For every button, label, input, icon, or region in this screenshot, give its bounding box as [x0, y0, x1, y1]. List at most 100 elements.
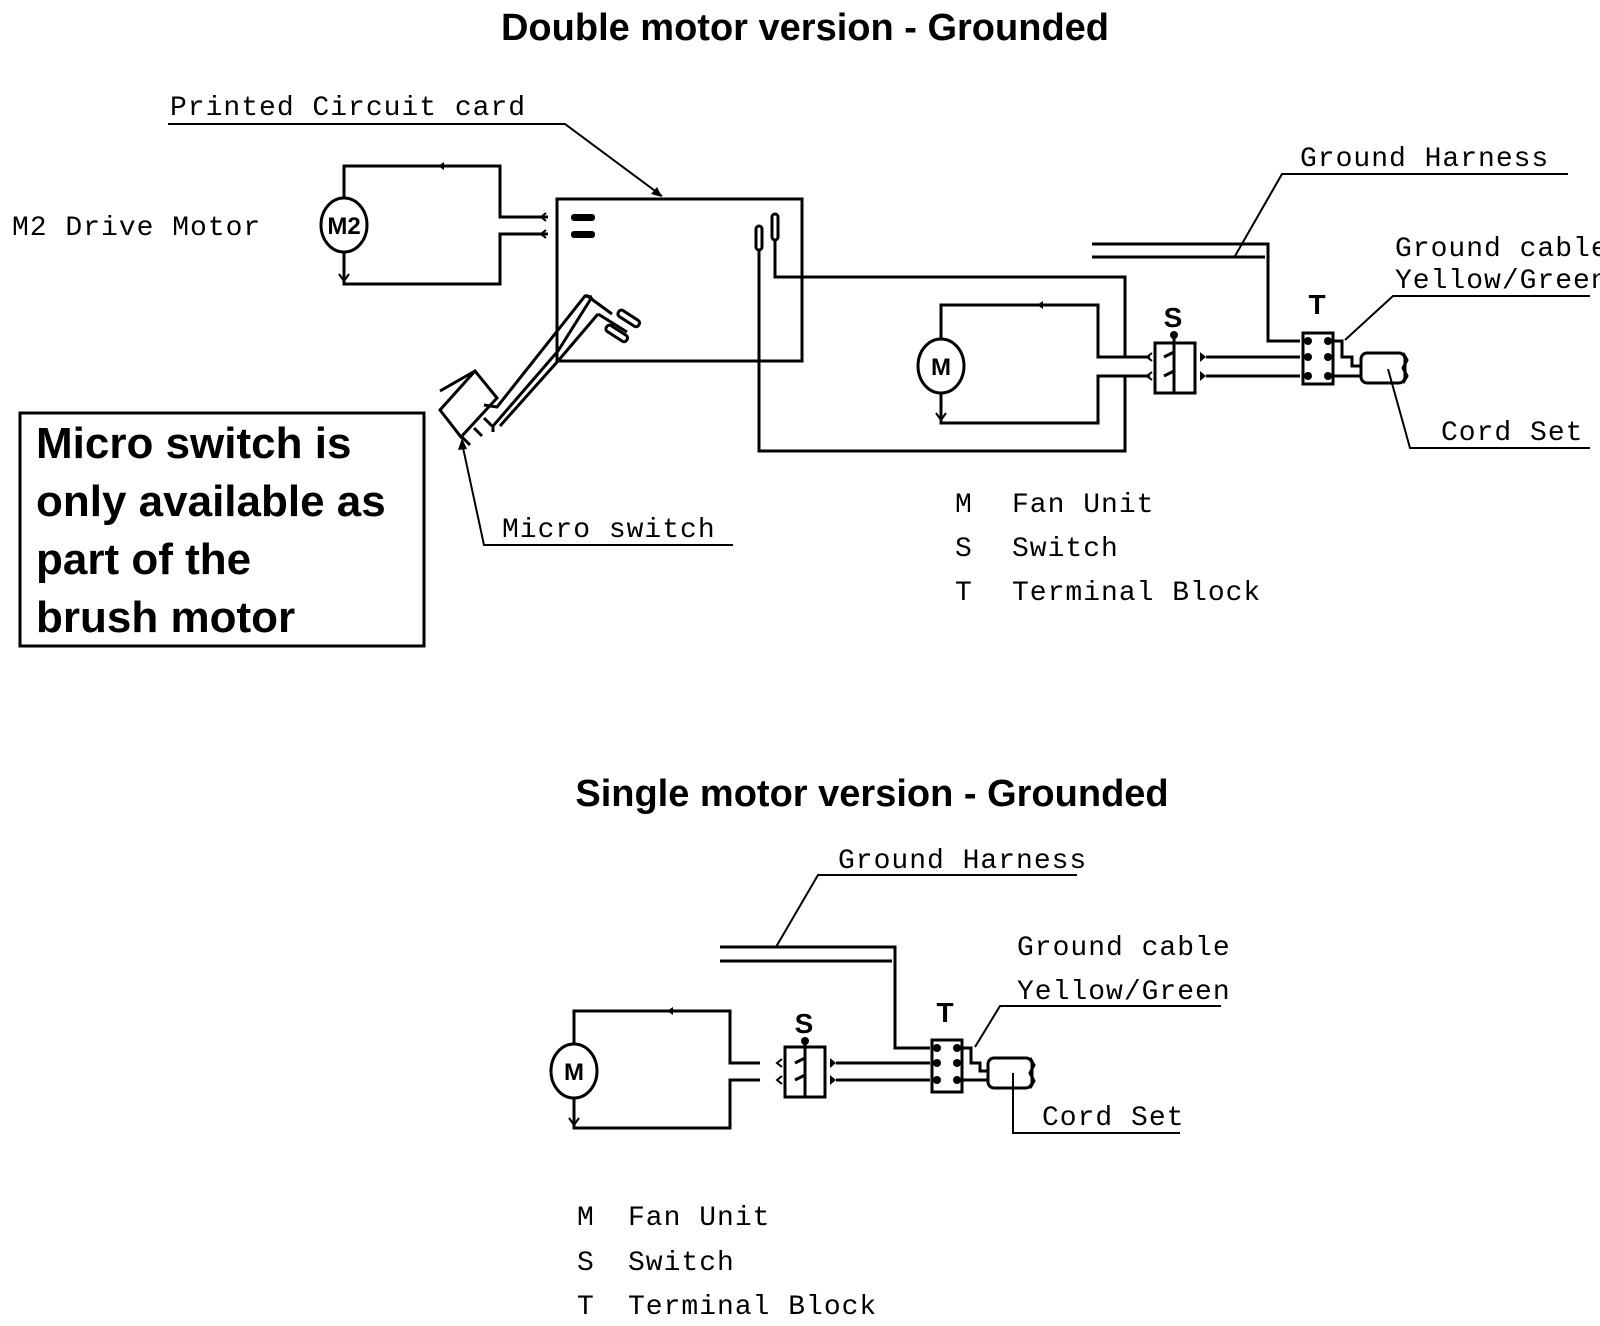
micro-switch-connector — [604, 323, 630, 344]
cord-set-leader-line — [1387, 368, 1590, 449]
double-motor-title: Double motor version - Grounded — [501, 7, 1109, 49]
switch-letter: S — [1164, 302, 1183, 333]
note-line: part of the — [36, 535, 251, 584]
m2-wire-top — [342, 164, 548, 219]
switch-output-arrows — [1200, 352, 1206, 381]
ground-cable-label-line2: Yellow/Green — [1017, 977, 1231, 1008]
ground-harness-label: Ground Harness — [838, 846, 1087, 877]
switch-input-arrows — [775, 1058, 783, 1085]
pcb-to-switch-wire — [773, 240, 1150, 359]
fan-wire-bottom — [939, 374, 1125, 425]
legend-key: S — [577, 1248, 595, 1279]
legend-label: Switch — [1012, 534, 1119, 565]
micro-switch-wire — [597, 312, 628, 334]
ground-cable-label-line1: Ground cable — [1017, 933, 1231, 964]
ground-cable-label-line1: Ground cable — [1395, 234, 1600, 265]
micro-switch-label: Micro switch — [502, 515, 716, 546]
note-line: Micro switch is — [36, 419, 351, 468]
note-line: only available as — [36, 477, 386, 526]
switch-contacts — [794, 1056, 806, 1082]
micro-switch-terminals — [460, 416, 494, 447]
single-motor-diagram: Single motor version - Grounded Ground H… — [549, 773, 1231, 1323]
ground-cable-wire — [962, 1046, 988, 1073]
wire-arrow — [438, 162, 444, 170]
connector-arrow — [539, 229, 547, 239]
legend-key: M — [577, 1203, 595, 1234]
switch-output-arrows — [830, 1058, 836, 1085]
micro-switch-leader-line — [461, 442, 733, 546]
pcb-connector-tab — [754, 224, 764, 252]
micro-switch-leader-arrow — [458, 438, 467, 450]
terminal-block — [1301, 331, 1335, 386]
double-motor-diagram: Double motor version - Grounded Printed … — [12, 7, 1600, 648]
cord-set-plug — [986, 1056, 1034, 1090]
wire-arrow — [1037, 301, 1043, 309]
cord-set-break — [1401, 352, 1409, 384]
ground-harness-wire — [720, 945, 930, 1050]
cord-set-plug — [1359, 351, 1407, 385]
micro-switch-connector — [616, 308, 642, 329]
legend-label: Terminal Block — [628, 1292, 877, 1323]
wire-arrow — [338, 273, 350, 283]
fan-motor-letter: M — [931, 354, 951, 381]
wire-arrow — [935, 412, 947, 422]
ground-cable-leader-line — [974, 1005, 1221, 1048]
ground-cable-wire — [1333, 339, 1360, 368]
m2-drive-motor-label: M2 Drive Motor — [12, 213, 261, 244]
note-line: brush motor — [36, 593, 295, 642]
cord-set-leader-line — [1012, 1073, 1180, 1134]
fan-wire-bottom — [572, 1078, 760, 1130]
fan-motor-letter: M — [564, 1059, 584, 1086]
terminal-block-contacts — [1304, 337, 1332, 380]
printed-circuit-card — [555, 197, 804, 363]
micro-switch-note-box — [18, 411, 426, 648]
wire-arrow — [568, 1117, 580, 1127]
m2-motor-letter: M2 — [327, 213, 360, 240]
ground-cable-label-line2: Yellow/Green — [1395, 266, 1600, 297]
fan-wire-top — [939, 303, 1125, 359]
cord-set-label: Cord Set — [1042, 1103, 1184, 1134]
micro-switch-wire — [483, 294, 593, 409]
switch-input-arrows — [1145, 352, 1153, 381]
pcb-leader-arrow — [651, 187, 662, 197]
fan-wire-top — [572, 1009, 760, 1065]
legend-key: T — [577, 1292, 595, 1323]
pcb-connector-tab — [770, 212, 780, 242]
legend-label: Fan Unit — [1012, 490, 1154, 521]
ground-cable-leader-line — [1344, 295, 1590, 341]
legend-key: T — [955, 578, 973, 609]
legend-key: M — [955, 490, 973, 521]
legend-label: Fan Unit — [628, 1203, 770, 1234]
ground-harness-wire — [1092, 242, 1300, 343]
micro-switch-wire — [498, 313, 600, 427]
switch-actuator-knob — [1170, 331, 1178, 339]
cord-set-label: Cord Set — [1441, 418, 1583, 449]
pcb-leader-line — [168, 123, 663, 197]
micro-switch-harness — [491, 296, 594, 432]
terminal-block-contacts — [933, 1044, 961, 1084]
cord-set-break — [1028, 1057, 1036, 1089]
m2-wire-bottom — [342, 232, 548, 286]
legend-top: M Fan Unit S Switch T Terminal Block — [955, 490, 1261, 609]
terminal-letter: T — [936, 997, 953, 1028]
ground-harness-leader-line — [775, 874, 1077, 948]
switch-to-terminal-wire — [836, 1061, 930, 1082]
pcb-label: Printed Circuit card — [170, 93, 526, 124]
switch-to-terminal-wire — [1206, 355, 1300, 378]
pcb-connector-tab — [571, 231, 595, 238]
switch-actuator-knob — [801, 1037, 809, 1045]
connector-arrow — [539, 212, 547, 222]
switch-contacts — [1163, 350, 1175, 378]
single-motor-title: Single motor version - Grounded — [575, 773, 1168, 815]
pcb-to-switch-wire — [757, 250, 1150, 453]
micro-switch-lever — [439, 369, 476, 393]
legend-label: Terminal Block — [1012, 578, 1261, 609]
micro-switch-body — [438, 368, 499, 440]
legend-bottom: M Fan Unit S Switch T Terminal Block — [577, 1203, 877, 1323]
legend-label: Switch — [628, 1248, 735, 1279]
ground-harness-leader-line — [1234, 173, 1568, 257]
legend-key: S — [955, 534, 973, 565]
switch-letter: S — [795, 1008, 814, 1039]
terminal-block — [930, 1038, 964, 1094]
